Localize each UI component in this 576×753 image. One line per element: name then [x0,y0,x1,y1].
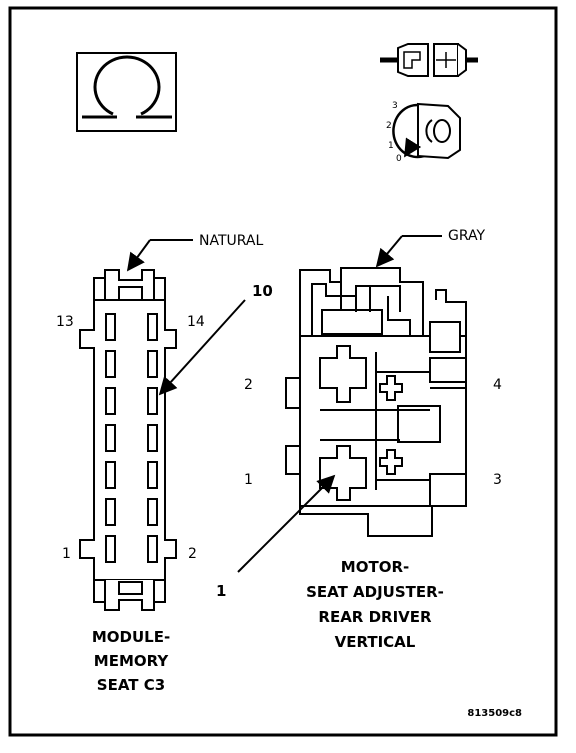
connector-symbol-icon [76,52,177,132]
lock-position-3: 3 [392,101,398,111]
lock-positions-icon: 3 2 1 0 [386,101,461,164]
motor-pin-3: 3 [493,472,502,488]
module-cavity [147,313,158,341]
module-cavity [105,461,116,489]
module-cavity [105,535,116,563]
module-pin-1: 1 [62,546,71,562]
motor-title-line-1: MOTOR- [341,558,409,576]
module-cavity [147,387,158,415]
module-cavity [105,498,116,526]
connector-halves-icon [380,43,478,77]
motor-title-line-3: REAR DRIVER [318,608,432,626]
module-cavity [147,535,158,563]
motor-color-label: GRAY [448,228,485,244]
module-cavity [105,350,116,378]
motor-title-line-4: VERTICAL [335,633,416,651]
figure-id: 813509c8 [467,708,522,719]
module-pin-2: 2 [188,546,197,562]
module-title-line-1: MODULE- [92,628,170,646]
module-pin-13: 13 [56,314,74,330]
motor-callout-1: 1 [216,582,226,600]
module-connector: NATURAL 13 14 1 2 10 MODULE- MEMORY SEAT… [56,233,273,694]
module-cavity [147,498,158,526]
module-cavity [147,424,158,452]
module-cavity [105,387,116,415]
module-cavity [147,461,158,489]
motor-title-line-2: SEAT ADJUSTER- [306,583,444,601]
module-callout-10: 10 [252,282,273,300]
lock-position-2: 2 [386,121,392,131]
lock-position-1: 1 [388,141,394,151]
motor-pin-2: 2 [244,377,253,393]
module-title-line-2: MEMORY [94,652,170,670]
module-cavities [105,313,158,563]
motor-connector: GRAY 2 [216,228,502,651]
diagram-border [8,6,558,737]
module-cavity [147,350,158,378]
module-cavity [105,424,116,452]
module-cavity [105,313,116,341]
lock-position-0: 0 [396,154,402,164]
module-color-label: NATURAL [199,233,263,249]
module-title-line-3: SEAT C3 [97,676,165,694]
motor-pin-4: 4 [493,377,502,393]
module-pin-14: 14 [187,314,205,330]
motor-pin-1: 1 [244,472,253,488]
